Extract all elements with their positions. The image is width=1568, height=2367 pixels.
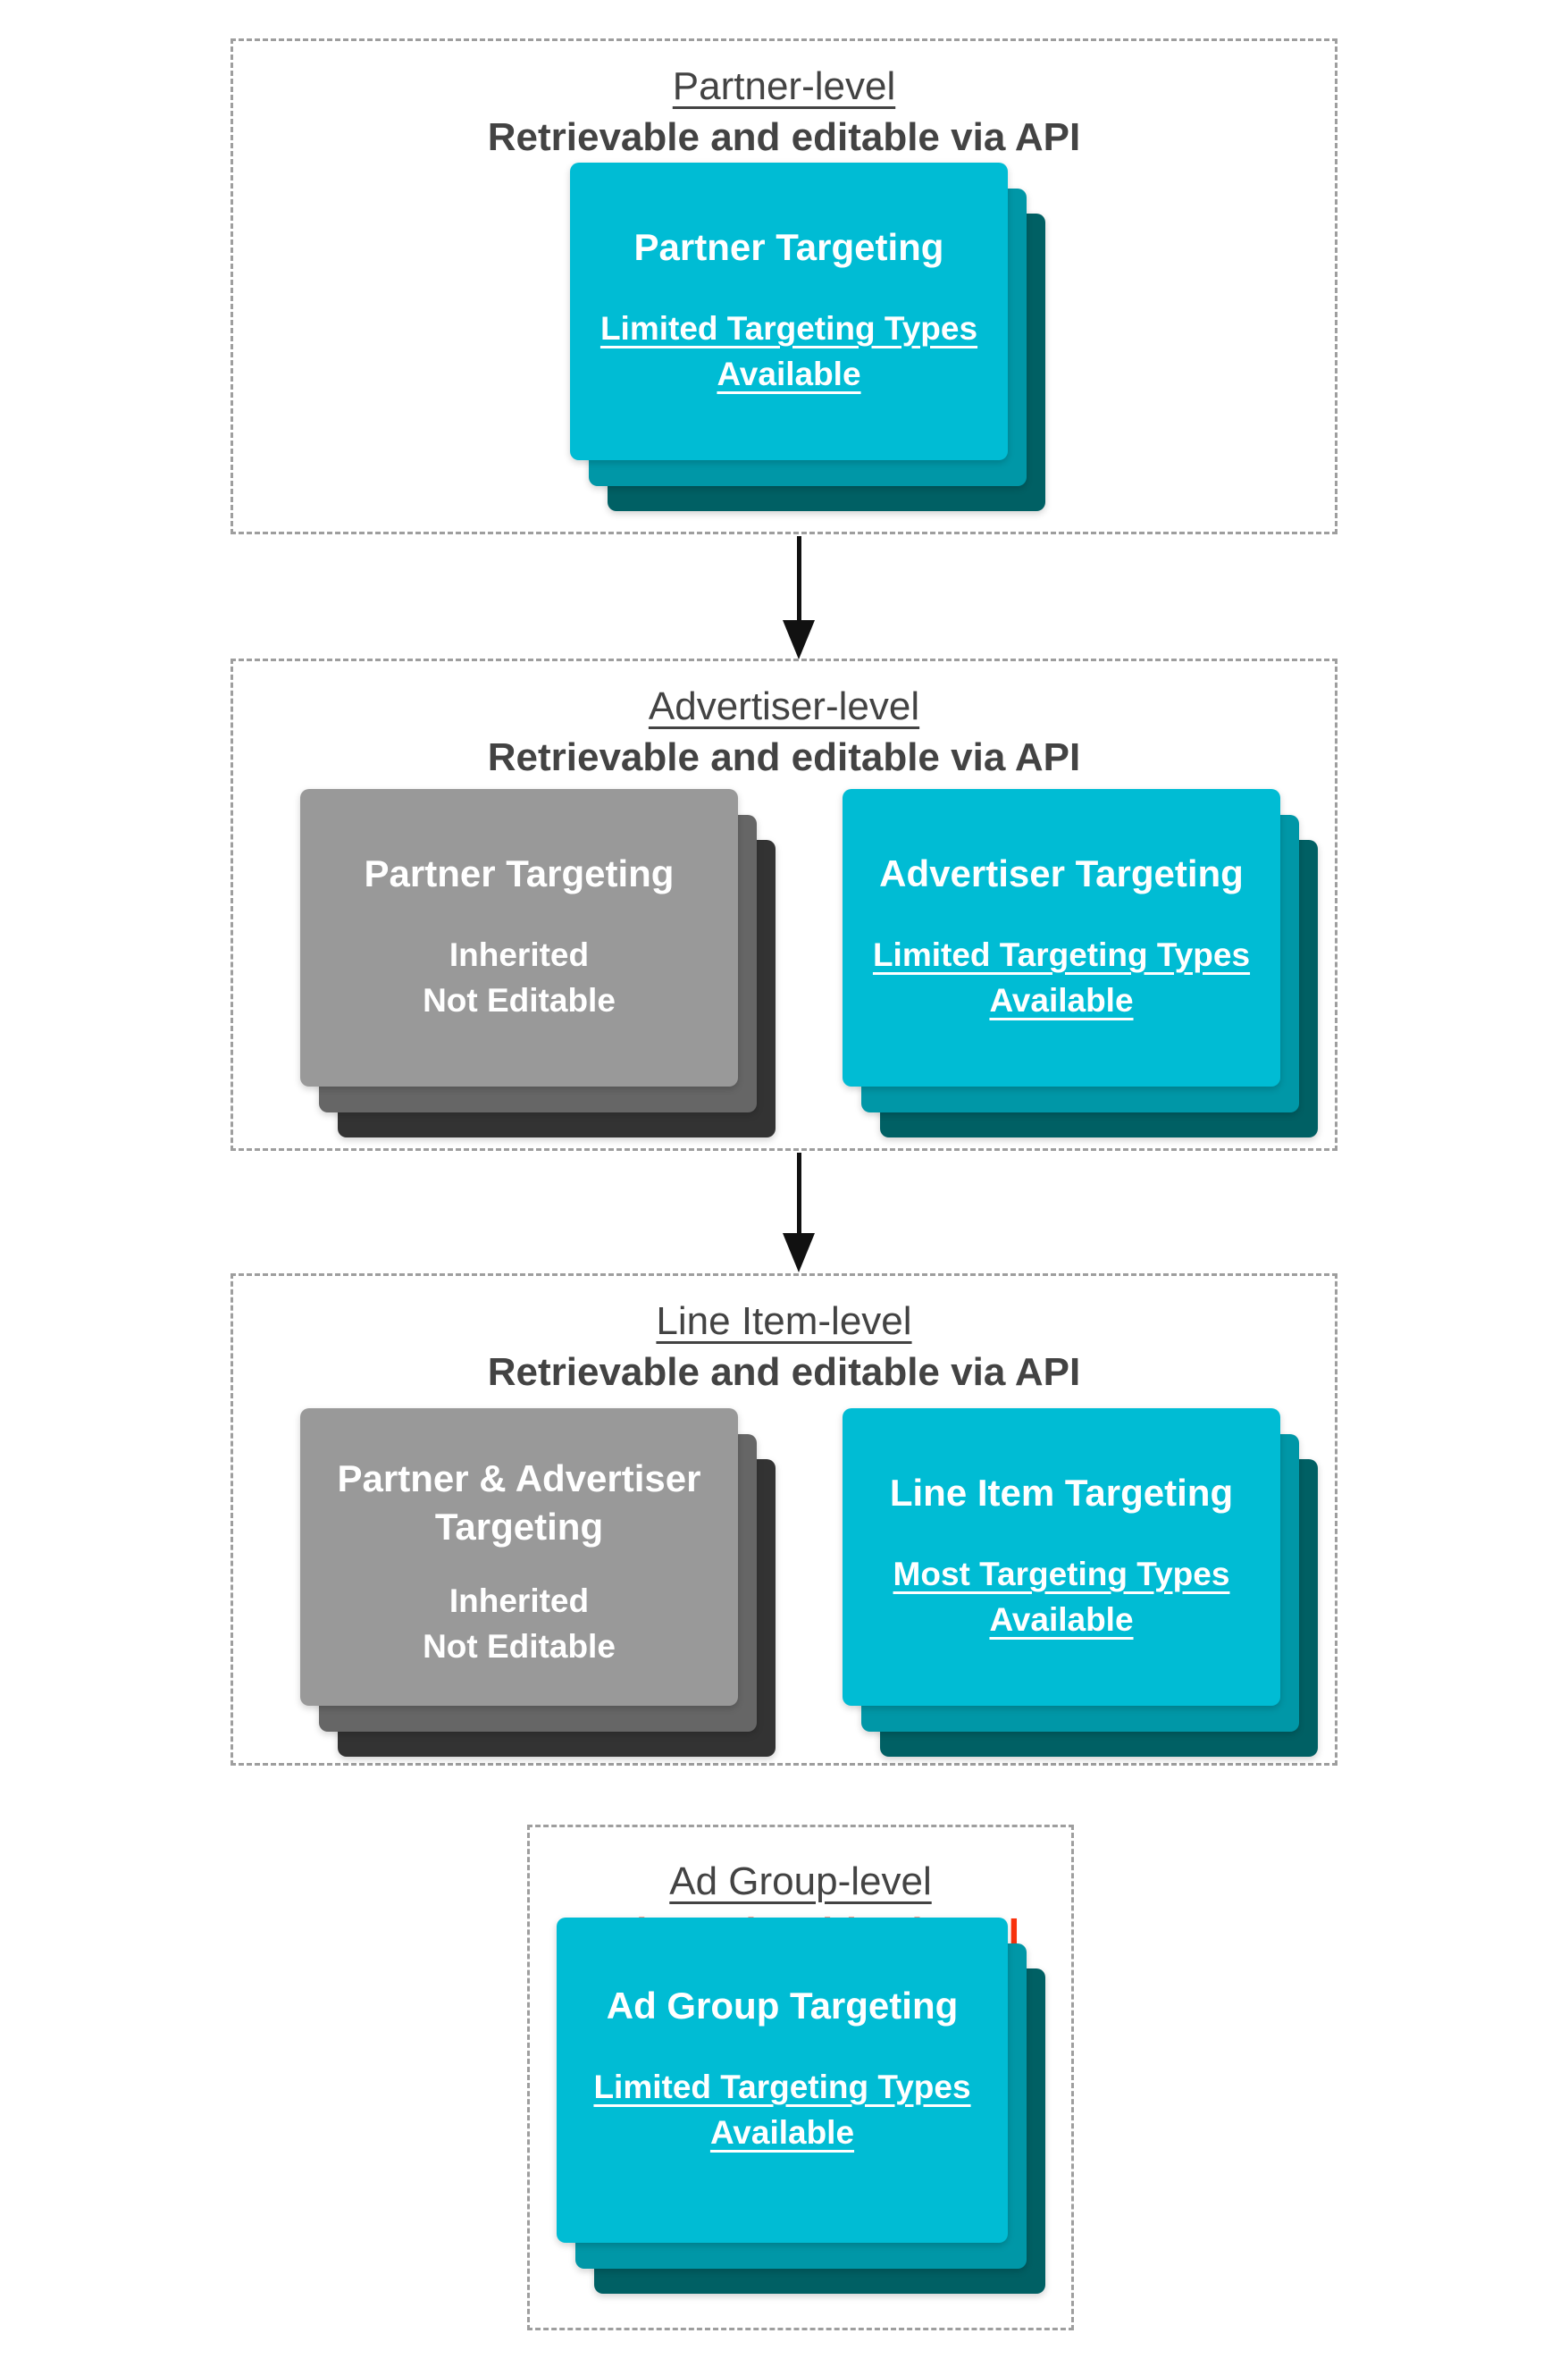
card-subtext-line: Not Editable xyxy=(423,982,616,1019)
card-subtext-line: Inherited xyxy=(449,1582,590,1619)
card-title: Partner Targeting xyxy=(365,850,675,898)
card-subtext-line: Available xyxy=(989,1601,1134,1638)
card-stack-line-item-targeting: Line Item Targeting Most Targeting Types… xyxy=(843,1408,1318,1757)
card-subtext: Limited Targeting Types Available xyxy=(593,2064,970,2155)
card-stack-ad-group-targeting: Ad Group Targeting Limited Targeting Typ… xyxy=(557,1918,1045,2294)
card-subtext: Limited Targeting Types Available xyxy=(873,932,1250,1023)
down-arrow-icon xyxy=(783,1153,815,1272)
card-subtext-line: Inherited xyxy=(449,936,590,973)
section-title: Line Item-level xyxy=(656,1299,912,1343)
targeting-card: Line Item Targeting Most Targeting Types… xyxy=(843,1408,1280,1706)
card-title-line: Targeting xyxy=(434,1506,604,1548)
targeting-card: Ad Group Targeting Limited Targeting Typ… xyxy=(557,1918,1008,2243)
card-title: Partner & Advertiser Targeting xyxy=(338,1455,701,1551)
card-subtext-line: Limited Targeting Types xyxy=(872,936,1251,973)
section-advertiser-level: Advertiser-level Retrievable and editabl… xyxy=(231,659,1337,1151)
section-ad-group-level: Ad Group-level Only retrievable via API … xyxy=(527,1825,1074,2330)
card-title-line: Line Item Targeting xyxy=(889,1472,1234,1514)
card-title: Line Item Targeting xyxy=(890,1469,1233,1517)
card-title-line: Partner Targeting xyxy=(364,852,675,894)
card-subtext-line: Limited Targeting Types xyxy=(600,310,978,347)
down-arrow-icon xyxy=(783,536,815,659)
arrow-head xyxy=(783,620,815,659)
card-subtext-line: Available xyxy=(989,982,1134,1019)
card-title: Advertiser Targeting xyxy=(879,850,1244,898)
card-subtext-line: Limited Targeting Types xyxy=(593,2069,971,2105)
card-subtext-line: Not Editable xyxy=(423,1628,616,1665)
section-subtitle: Retrievable and editable via API xyxy=(487,1350,1081,1394)
arrow-shaft xyxy=(796,536,801,620)
card-subtext-line: Available xyxy=(709,2114,855,2151)
card-stack-inherited-partner-targeting: Partner Targeting Inherited Not Editable xyxy=(300,789,776,1137)
card-stack-partner-targeting: Partner Targeting Limited Targeting Type… xyxy=(570,163,1045,511)
section-line-item-level: Line Item-level Retrievable and editable… xyxy=(231,1273,1337,1766)
card-subtext-line: Most Targeting Types xyxy=(893,1556,1230,1592)
card-subtext-line: Available xyxy=(717,356,861,392)
card-stack-inherited-partner-advertiser-targeting: Partner & Advertiser Targeting Inherited… xyxy=(300,1408,776,1757)
arrow-head xyxy=(783,1233,815,1272)
card-title-line: Partner & Advertiser xyxy=(337,1457,701,1499)
card-subtext: Inherited Not Editable xyxy=(423,1578,616,1669)
section-partner-level: Partner-level Retrievable and editable v… xyxy=(231,38,1337,534)
targeting-card: Partner Targeting Limited Targeting Type… xyxy=(570,163,1008,460)
section-title: Partner-level xyxy=(672,64,896,108)
arrow-shaft xyxy=(796,1153,801,1233)
section-subtitle: Retrievable and editable via API xyxy=(487,115,1081,159)
section-title: Advertiser-level xyxy=(648,684,920,728)
section-subtitle: Retrievable and editable via API xyxy=(487,735,1081,779)
targeting-card: Partner Targeting Inherited Not Editable xyxy=(300,789,738,1087)
card-title-line: Ad Group Targeting xyxy=(606,1985,959,2027)
card-subtext: Most Targeting Types Available xyxy=(893,1551,1230,1642)
card-title: Ad Group Targeting xyxy=(607,1982,959,2030)
card-title: Partner Targeting xyxy=(634,223,944,272)
card-stack-advertiser-targeting: Advertiser Targeting Limited Targeting T… xyxy=(843,789,1318,1137)
card-subtext: Limited Targeting Types Available xyxy=(600,306,977,397)
section-title: Ad Group-level xyxy=(669,1859,932,1903)
targeting-card: Advertiser Targeting Limited Targeting T… xyxy=(843,789,1280,1087)
card-title-line: Advertiser Targeting xyxy=(879,852,1244,894)
card-title-line: Partner Targeting xyxy=(633,226,944,268)
card-subtext: Inherited Not Editable xyxy=(423,932,616,1023)
targeting-card: Partner & Advertiser Targeting Inherited… xyxy=(300,1408,738,1706)
